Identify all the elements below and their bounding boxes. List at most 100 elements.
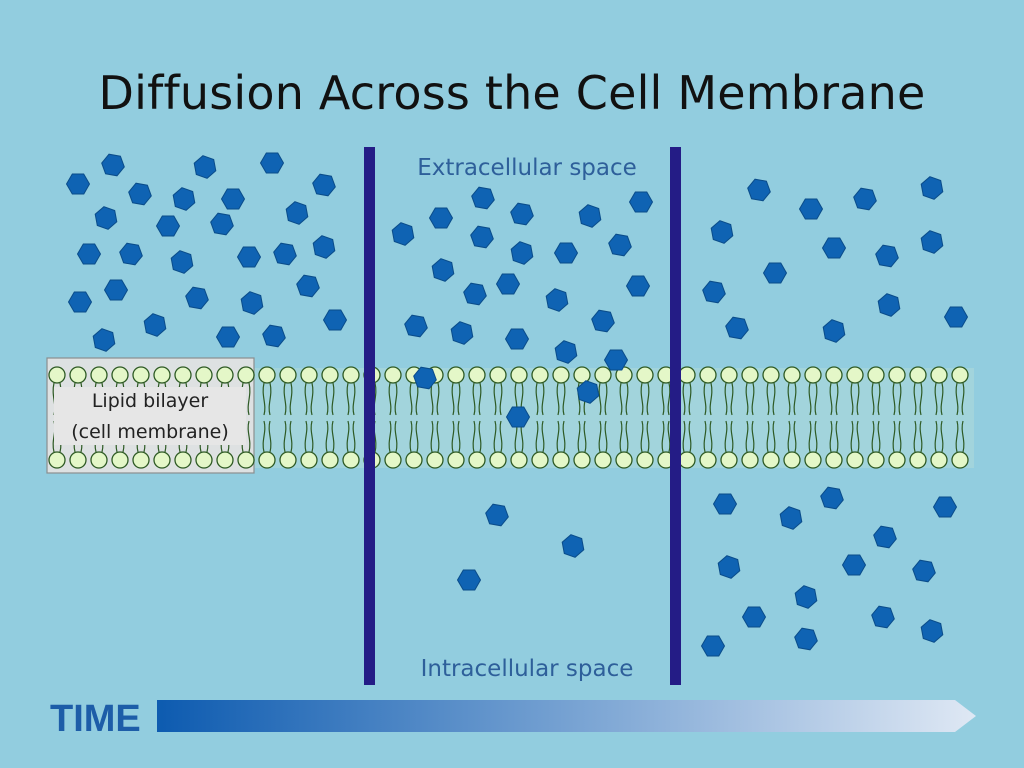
hexagon-molecule-icon — [463, 282, 487, 306]
hexagon-molecule-icon — [193, 155, 217, 179]
hexagon-molecule-icon — [431, 258, 455, 282]
legend-label-line2: (cell membrane) — [71, 421, 229, 443]
hexagon-molecule-icon — [920, 619, 944, 643]
phospholipid-icon — [258, 366, 276, 469]
hexagon-molecule-icon — [210, 212, 234, 236]
hexagon-molecule-icon — [495, 273, 521, 295]
phospholipid-icon — [216, 366, 234, 469]
intracellular-label: Intracellular space — [421, 656, 634, 682]
phospholipid-icon — [783, 366, 801, 469]
molecules — [65, 152, 969, 657]
hexagon-molecule-icon — [428, 207, 454, 229]
hexagon-molecule-icon — [798, 198, 824, 220]
hexagon-molecule-icon — [717, 555, 741, 579]
hexagon-molecule-icon — [450, 321, 474, 345]
hexagon-molecule-icon — [853, 187, 877, 211]
phospholipid-icon — [531, 366, 549, 469]
hexagon-molecule-icon — [470, 225, 494, 249]
hexagon-molecule-icon — [404, 314, 428, 338]
phospholipid-icon — [552, 366, 570, 469]
hexagon-molecule-icon — [471, 186, 495, 210]
hexagon-molecule-icon — [871, 605, 895, 629]
hexagon-molecule-icon — [943, 306, 969, 328]
hexagon-molecule-icon — [413, 366, 437, 390]
hexagon-molecule-icon — [172, 187, 196, 211]
hexagon-molecule-icon — [510, 241, 534, 265]
phospholipid-icon — [636, 366, 654, 469]
time-arrow: TIME — [50, 698, 976, 740]
time-arrow-shape — [157, 700, 976, 732]
hexagon-molecule-icon — [155, 215, 181, 237]
hexagon-molecule-icon — [779, 506, 803, 530]
hexagon-molecule-icon — [591, 309, 615, 333]
hexagon-molecule-icon — [932, 496, 958, 518]
hexagon-molecule-icon — [485, 503, 509, 527]
phospholipid-icon — [69, 366, 87, 469]
hexagon-molecule-icon — [322, 309, 348, 331]
hexagon-molecule-icon — [67, 291, 93, 313]
hexagon-molecule-icon — [273, 242, 297, 266]
hexagon-molecule-icon — [312, 173, 336, 197]
hexagon-molecule-icon — [794, 585, 818, 609]
phospholipid-icon — [825, 366, 843, 469]
phospholipid-icon — [594, 366, 612, 469]
phospholipid-icon — [699, 366, 717, 469]
hexagon-molecule-icon — [561, 534, 585, 558]
hexagon-molecule-icon — [841, 554, 867, 576]
phospholipid-icon — [678, 366, 696, 469]
hexagon-molecule-icon — [762, 262, 788, 284]
phospholipid-icon — [321, 366, 339, 469]
hexagon-molecule-icon — [65, 173, 91, 195]
hexagon-molecule-icon — [504, 328, 530, 350]
phospholipid-icon — [867, 366, 885, 469]
phospholipid-icon — [762, 366, 780, 469]
hexagon-molecule-icon — [101, 153, 125, 177]
hexagon-molecule-icon — [553, 242, 579, 264]
hexagon-molecule-icon — [820, 486, 844, 510]
hexagon-molecule-icon — [628, 191, 654, 213]
hexagon-molecule-icon — [873, 525, 897, 549]
hexagon-molecule-icon — [76, 243, 102, 265]
hexagon-molecule-icon — [794, 627, 818, 651]
panel-divider-left — [364, 147, 375, 685]
hexagon-molecule-icon — [702, 280, 726, 304]
phospholipid-icon — [741, 366, 759, 469]
phospholipid-icon — [468, 366, 486, 469]
hexagon-molecule-icon — [578, 204, 602, 228]
phospholipid-icon — [279, 366, 297, 469]
hexagon-molecule-icon — [603, 349, 629, 371]
hexagon-molecule-icon — [741, 606, 767, 628]
phospholipid-icon — [846, 366, 864, 469]
hexagon-molecule-icon — [185, 286, 209, 310]
hexagon-molecule-icon — [240, 291, 264, 315]
phospholipid-icon — [384, 366, 402, 469]
hexagon-molecule-icon — [576, 380, 600, 404]
hexagon-molecule-icon — [128, 182, 152, 206]
hexagon-molecule-icon — [875, 244, 899, 268]
hexagon-molecule-icon — [103, 279, 129, 301]
phospholipid-icon — [195, 366, 213, 469]
hexagon-molecule-icon — [725, 316, 749, 340]
hexagon-molecule-icon — [545, 288, 569, 312]
hexagon-molecule-icon — [143, 313, 167, 337]
hexagon-molecule-icon — [285, 201, 309, 225]
hexagon-molecule-icon — [215, 326, 241, 348]
hexagon-molecule-icon — [554, 340, 578, 364]
panel-divider-right — [670, 147, 681, 685]
hexagon-molecule-icon — [296, 274, 320, 298]
phospholipid-icon — [300, 366, 318, 469]
hexagon-molecule-icon — [505, 406, 531, 428]
hexagon-molecule-icon — [312, 235, 336, 259]
phospholipid-icon — [447, 366, 465, 469]
hexagon-molecule-icon — [822, 319, 846, 343]
phospholipid-icon — [888, 366, 906, 469]
time-label: TIME — [50, 698, 141, 740]
hexagon-molecule-icon — [259, 152, 285, 174]
phospholipid-icon — [573, 366, 591, 469]
phospholipid-icon — [720, 366, 738, 469]
legend-lipids — [48, 366, 255, 469]
hexagon-molecule-icon — [220, 188, 246, 210]
phospholipid-icon — [342, 366, 360, 469]
hexagon-molecule-icon — [236, 246, 262, 268]
